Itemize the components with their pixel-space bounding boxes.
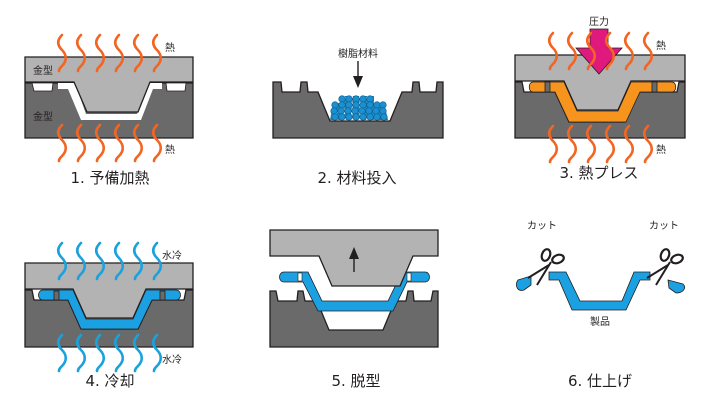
finished-product [548, 271, 651, 311]
step-label: 3. 熱プレス [559, 164, 638, 182]
pressure-label: 圧力 [589, 15, 609, 28]
step-label: 5. 脱型 [331, 372, 380, 390]
trimmed-flange-right [667, 279, 685, 294]
step-label: 1. 予備加熱 [70, 169, 149, 187]
mold-boss-right [159, 290, 166, 301]
cut-label-left: カット [527, 220, 557, 232]
step-6-finishing: カット カット 製品 6. 仕上げ [516, 220, 685, 390]
upper-mold [24, 262, 194, 319]
lower-mold [269, 290, 439, 348]
cooling-label-bottom: 水冷 [162, 353, 182, 366]
side-groove-left [31, 82, 54, 92]
cut-label-right: カット [649, 220, 679, 232]
up-arrow-icon [349, 247, 359, 272]
heat-label-bottom: 熱 [165, 143, 175, 156]
down-arrow-icon [353, 61, 363, 88]
trimmed-flange-left [516, 275, 532, 291]
pressure-arrow-icon [575, 28, 623, 75]
lower-mold-label: 金型 [33, 110, 53, 123]
upper-mold [24, 56, 194, 113]
product-notch-left [297, 272, 303, 282]
resin-pellets [330, 96, 388, 120]
scissors-icon [527, 248, 684, 286]
step-5-demolding: 5. 脱型 [269, 229, 439, 390]
step-label: 2. 材料投入 [317, 169, 396, 187]
cooled-resin [38, 289, 181, 330]
product-label: 製品 [590, 315, 610, 328]
product-notch-right [406, 272, 412, 282]
material-label: 樹脂材料 [338, 47, 378, 60]
heat-label-top: 熱 [656, 39, 666, 52]
step-2-material-loading: 樹脂材料 2. 材料投入 [272, 47, 444, 187]
pressed-resin [528, 81, 677, 123]
side-groove-right [165, 82, 187, 92]
cooling-label-top: 水冷 [162, 249, 182, 262]
molded-product [279, 271, 430, 312]
resin-pellet-icon [330, 95, 388, 121]
step-4-cooling: 水冷 水冷 4. 冷却 [24, 241, 194, 390]
mold-gap [58, 83, 162, 120]
mold-boss-right [651, 81, 658, 93]
step-label: 4. 冷却 [85, 372, 134, 390]
lower-mold [272, 81, 444, 139]
step-1-preheat: 金型 金型 熱 熱 1. 予備加熱 [24, 33, 194, 187]
mold-boss-left [544, 81, 551, 93]
upper-mold [514, 54, 686, 111]
step-label: 6. 仕上げ [568, 372, 632, 390]
heat-label-bottom: 熱 [656, 143, 666, 156]
mold-boss-left [53, 290, 60, 301]
step-3-heat-press: 圧力 熱 熱 3. 熱プレス [514, 15, 686, 182]
heat-label-top: 熱 [165, 41, 175, 54]
upper-mold-label: 金型 [33, 64, 53, 77]
